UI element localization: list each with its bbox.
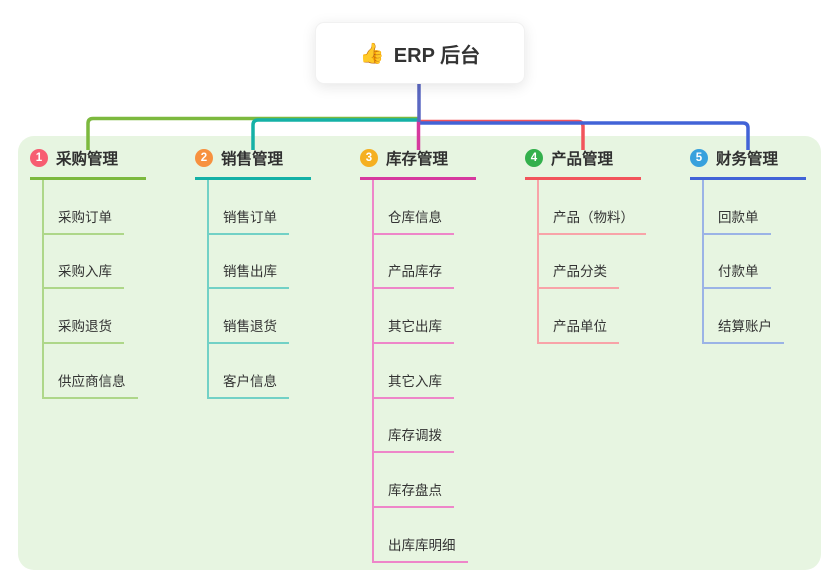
branch-product-title[interactable]: 4 产品管理 <box>525 146 641 180</box>
node-stock-transfer[interactable]: 库存调拨 <box>372 399 512 454</box>
branch-product-children: 产品（物料） 产品分类 产品单位 <box>537 180 677 345</box>
node-purchase-inbound[interactable]: 采购入库 <box>42 235 182 290</box>
branch-title-label: 采购管理 <box>56 151 119 168</box>
badge-4: 4 <box>525 149 543 167</box>
node-product-stock[interactable]: 产品库存 <box>372 235 512 290</box>
node-payment-order[interactable]: 付款单 <box>702 235 839 290</box>
thumbs-up-icon: 👍 <box>359 42 385 65</box>
branch-sales-children: 销售订单 销售出库 销售退货 客户信息 <box>207 180 347 399</box>
root-node-erp[interactable]: 👍 ERP 后台 <box>315 22 525 84</box>
node-purchase-return[interactable]: 采购退货 <box>42 289 182 345</box>
node-customer-info[interactable]: 客户信息 <box>207 344 347 399</box>
node-purchase-order[interactable]: 采购订单 <box>42 180 182 235</box>
node-supplier-info[interactable]: 供应商信息 <box>42 344 182 399</box>
node-product-category[interactable]: 产品分类 <box>537 235 677 290</box>
node-stock-count[interactable]: 库存盘点 <box>372 453 512 509</box>
branch-inventory-title[interactable]: 3 库存管理 <box>360 146 476 180</box>
badge-5: 5 <box>690 149 708 167</box>
branches-panel <box>18 136 821 570</box>
branch-title-label: 销售管理 <box>221 151 284 168</box>
branch-sales: 2 销售管理 销售订单 销售出库 销售退货 客户信息 <box>195 146 347 399</box>
node-warehouse-info[interactable]: 仓库信息 <box>372 180 512 235</box>
node-sales-order[interactable]: 销售订单 <box>207 180 347 235</box>
branch-purchase-title[interactable]: 1 采购管理 <box>30 146 146 180</box>
branch-sales-title[interactable]: 2 销售管理 <box>195 146 311 180</box>
branch-title-label: 库存管理 <box>386 151 449 168</box>
node-other-outbound[interactable]: 其它出库 <box>372 289 512 345</box>
branch-inventory-children: 仓库信息 产品库存 其它出库 其它入库 库存调拨 库存盘点 出库库明细 <box>372 180 512 563</box>
node-other-inbound[interactable]: 其它入库 <box>372 344 512 399</box>
badge-1: 1 <box>30 149 48 167</box>
badge-3: 3 <box>360 149 378 167</box>
branch-title-label: 产品管理 <box>551 151 614 168</box>
branch-finance-children: 回款单 付款单 结算账户 <box>702 180 839 345</box>
branch-purchase-children: 采购订单 采购入库 采购退货 供应商信息 <box>42 180 182 399</box>
badge-2: 2 <box>195 149 213 167</box>
node-sales-outbound[interactable]: 销售出库 <box>207 235 347 290</box>
branch-title-label: 财务管理 <box>716 151 779 168</box>
branch-finance: 5 财务管理 回款单 付款单 结算账户 <box>690 146 839 345</box>
branch-product: 4 产品管理 产品（物料） 产品分类 产品单位 <box>525 146 677 345</box>
branch-inventory: 3 库存管理 仓库信息 产品库存 其它出库 其它入库 库存调拨 库存盘点 出库库… <box>360 146 512 563</box>
node-inout-detail[interactable]: 出库库明细 <box>372 508 512 563</box>
node-sales-return[interactable]: 销售退货 <box>207 289 347 345</box>
node-settlement-account[interactable]: 结算账户 <box>702 289 839 345</box>
root-node-label: ERP 后台 <box>393 44 481 67</box>
branch-purchase: 1 采购管理 采购订单 采购入库 采购退货 供应商信息 <box>30 146 182 399</box>
node-product-material[interactable]: 产品（物料） <box>537 180 677 235</box>
node-receipt-order[interactable]: 回款单 <box>702 180 839 235</box>
branch-finance-title[interactable]: 5 财务管理 <box>690 146 806 180</box>
node-product-unit[interactable]: 产品单位 <box>537 289 677 345</box>
